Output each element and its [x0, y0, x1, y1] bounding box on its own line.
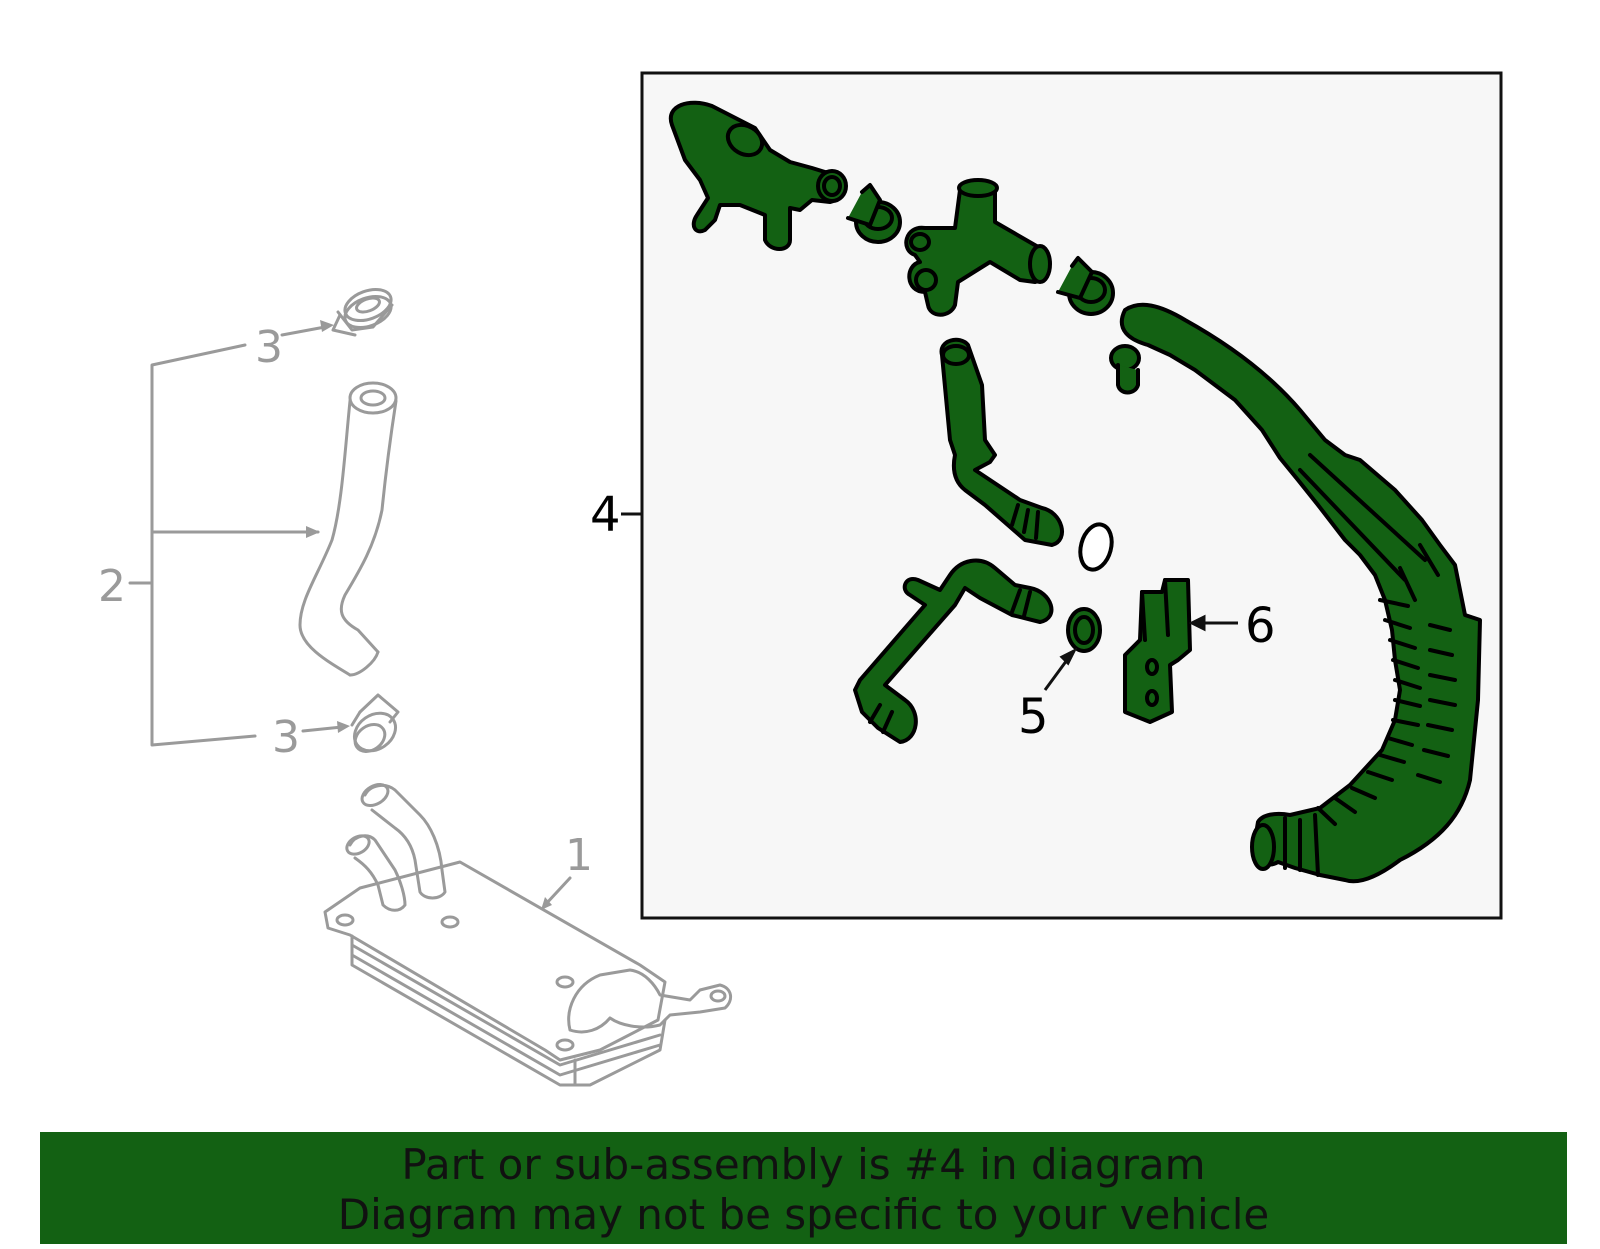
o-ring-part-5	[1066, 607, 1102, 653]
callout-5-arrowhead	[1059, 647, 1078, 666]
gray-callout-arrows	[306, 320, 552, 910]
assembly-clamp-2	[1056, 256, 1115, 316]
notice-line-1: Part or sub-assembly is #4 in diagram	[401, 1140, 1206, 1189]
callout-2: 2	[98, 561, 126, 612]
notice-banner: Part or sub-assembly is #4 in diagram Di…	[40, 1132, 1567, 1244]
callout-1-leader	[543, 876, 572, 907]
callout-6-arrowhead	[1188, 614, 1206, 632]
callout-5-leader	[1043, 659, 1069, 691]
left-reference-parts	[128, 287, 733, 1087]
oil-cooler	[323, 783, 733, 1087]
tee-fitting	[904, 178, 1052, 317]
callout-1-arrowhead	[541, 897, 552, 910]
callout-3b-leader	[301, 725, 344, 733]
callout-3-lower: 3	[272, 712, 300, 763]
upper-hose-clamp	[331, 287, 394, 337]
callout-arrows	[1043, 614, 1238, 691]
callout-3-upper: 3	[255, 322, 283, 373]
coolant-hose	[298, 381, 398, 677]
callout-3a-arrowhead	[320, 320, 334, 332]
small-coolant-pipe-lower	[853, 558, 1054, 744]
callout-2-arrowhead	[306, 526, 320, 538]
callout-5: 5	[1018, 689, 1049, 745]
callout-1: 1	[565, 830, 593, 881]
assembly-clamp-1	[846, 183, 902, 244]
o-ring-open	[1078, 522, 1114, 572]
callout-4: 4	[590, 487, 621, 543]
large-hose-assembly	[1109, 302, 1482, 884]
callout-3b-arrowhead	[337, 721, 350, 733]
assembly-4-parts	[668, 100, 1482, 884]
callout-6: 6	[1245, 598, 1276, 654]
notice-line-2: Diagram may not be specific to your vehi…	[337, 1190, 1270, 1239]
small-coolant-pipe-upper	[939, 337, 1064, 547]
bracket-part-6	[1123, 578, 1192, 724]
callout-2-bracket	[128, 343, 320, 747]
elbow-fitting	[668, 100, 848, 251]
lower-hose-clamp	[350, 693, 400, 753]
callout-3a-leader	[280, 325, 327, 337]
